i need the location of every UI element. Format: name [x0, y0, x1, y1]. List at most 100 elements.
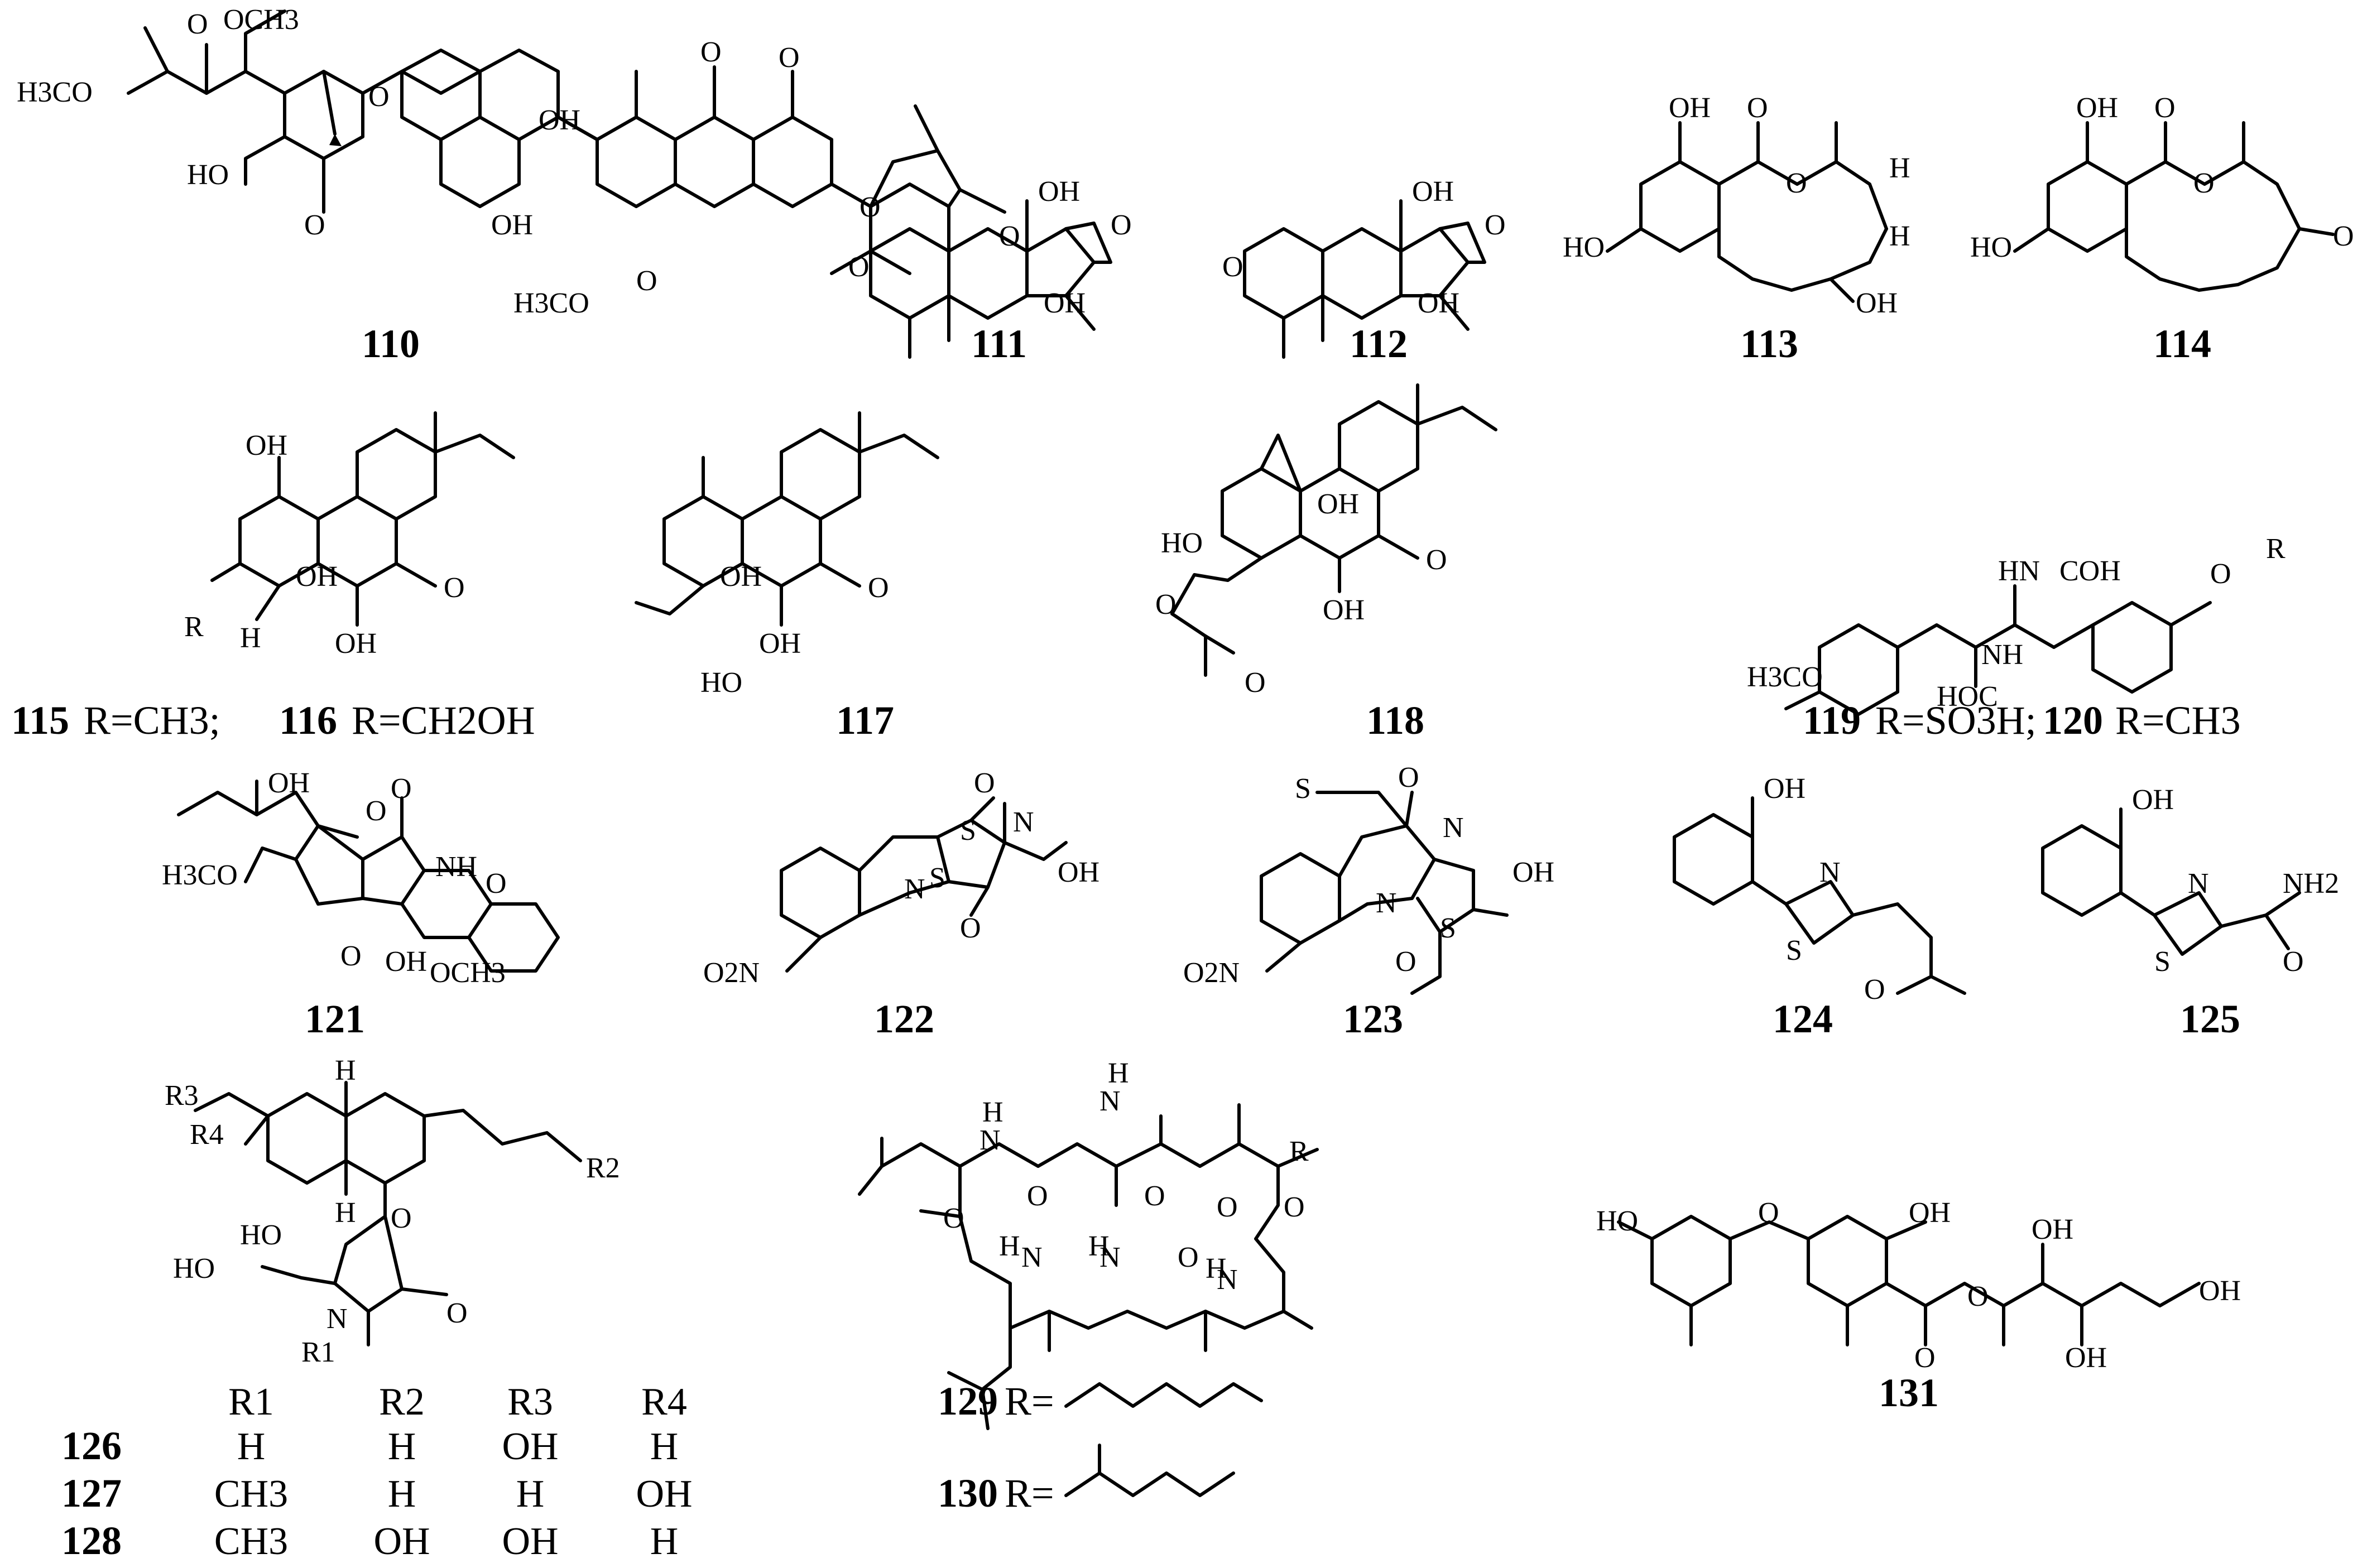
- atom-label: O: [1395, 946, 1417, 978]
- atom-label: N: [2188, 868, 2209, 900]
- atom-label: O: [304, 209, 325, 241]
- atom-label: OH: [1909, 1197, 1951, 1229]
- atom-label: NH: [435, 851, 477, 883]
- structure-129-130: N H N H O O R O O N H N H O N H O 129 R=…: [858, 1057, 1319, 1516]
- table-header: R3: [507, 1381, 553, 1423]
- atom-label: O: [848, 251, 870, 283]
- atom-label: OH: [1317, 488, 1359, 520]
- atom-label: NH2: [2283, 868, 2339, 900]
- atom-label: HN: [1998, 555, 2040, 587]
- atom-label: OCH3: [223, 4, 299, 36]
- atom-label: O: [2193, 167, 2215, 199]
- side-chain-130: [1064, 1444, 1235, 1497]
- atom-label: O: [391, 773, 412, 805]
- atom-label: COH: [2059, 555, 2121, 587]
- compound-number: 123: [1343, 997, 1403, 1041]
- atom-label: H: [335, 1055, 356, 1086]
- atom-label: O: [1426, 544, 1447, 576]
- compound-number: 116: [279, 698, 337, 743]
- atom-label: N: [1376, 887, 1397, 919]
- structure-126-128: H R3 R4 H R2 HO O HO N O R1 R1 R2 R3 R4 …: [61, 1055, 693, 1563]
- table-row-id: 126: [61, 1423, 122, 1468]
- table-cell: H: [388, 1425, 416, 1468]
- substituent-caption: R=: [1005, 1379, 1054, 1423]
- atom-label: H3CO: [513, 287, 589, 319]
- atom-label: O: [1245, 667, 1266, 699]
- atom-label: H3CO: [162, 859, 238, 891]
- atom-label: N: [904, 873, 925, 905]
- atom-label: N: [1217, 1264, 1238, 1296]
- atom-label: O: [974, 767, 995, 799]
- atom-label: O: [860, 191, 881, 223]
- atom-label: H: [1206, 1253, 1227, 1285]
- atom-label: OH: [1856, 287, 1898, 319]
- atom-label: R2: [586, 1152, 620, 1184]
- structure-131: HO O OH OH O O OH OH 131: [1596, 1197, 2241, 1415]
- structure-118: OH O HO O O OH 118: [1155, 383, 1497, 743]
- atom-label: H: [1108, 1057, 1129, 1089]
- atom-label: OH: [1038, 176, 1080, 208]
- table-header: R1: [228, 1381, 274, 1423]
- atom-label: OH: [296, 561, 338, 593]
- atom-label: OH: [2076, 92, 2118, 124]
- atom-label: N: [326, 1303, 348, 1335]
- structure-125: OH N NH2 S O 125: [2041, 784, 2339, 1041]
- atom-label: O: [943, 1203, 964, 1234]
- atom-label: OH: [759, 628, 801, 660]
- atom-label: O2N: [1183, 957, 1240, 989]
- atom-label: O: [340, 940, 362, 972]
- atom-label: OH: [539, 104, 580, 136]
- table-cell: OH: [373, 1520, 430, 1563]
- atom-label: O: [1111, 209, 1132, 241]
- atom-label: O: [636, 265, 657, 297]
- table-cell: CH3: [214, 1473, 288, 1516]
- table-header: R2: [379, 1381, 425, 1423]
- table-cell: OH: [502, 1520, 558, 1563]
- atom-label: R: [1289, 1136, 1309, 1167]
- compound-number: 121: [305, 997, 365, 1041]
- atom-label: O2N: [703, 957, 760, 989]
- atom-label: OH: [1764, 773, 1806, 805]
- atom-label: O: [1398, 762, 1419, 793]
- compound-number: 122: [874, 997, 934, 1041]
- atom-label: HO: [1563, 232, 1605, 263]
- atom-label: OH: [720, 561, 762, 593]
- compound-number: 129: [938, 1379, 998, 1423]
- atom-label: H3CO: [1747, 661, 1823, 693]
- atom-label: O: [1155, 589, 1177, 621]
- compound-number: 125: [2180, 997, 2240, 1041]
- atom-label: O: [1217, 1191, 1238, 1223]
- atom-label: HO: [173, 1253, 215, 1285]
- structure-122: O S S N N OH O O2N 122: [703, 767, 1099, 1041]
- atom-label: OH: [2065, 1342, 2107, 1374]
- atom-label: HO: [1596, 1205, 1638, 1237]
- compound-number: 114: [2153, 321, 2211, 366]
- atom-label: OH: [335, 628, 377, 660]
- atom-label: O: [1178, 1242, 1199, 1273]
- atom-label: O: [1144, 1180, 1165, 1212]
- atom-label: O: [446, 1297, 468, 1329]
- atom-label: O: [391, 1203, 412, 1234]
- atom-label: O: [868, 572, 889, 604]
- atom-label: H: [1889, 220, 1910, 252]
- atom-label: OH: [2199, 1275, 2241, 1307]
- atom-label: N: [1021, 1242, 1043, 1273]
- table-cell: CH3: [214, 1520, 288, 1563]
- substituent-caption: R=SO3H;: [1875, 698, 2037, 743]
- structure-111: OH O O OH 111: [848, 176, 1132, 366]
- substituent-caption: R=: [1005, 1471, 1054, 1516]
- atom-label: OH: [1323, 594, 1365, 626]
- atom-label: H: [335, 1197, 356, 1229]
- compound-number: 131: [1879, 1370, 1939, 1415]
- atom-label: O: [187, 8, 208, 40]
- atom-label: N: [979, 1124, 1001, 1156]
- atom-label: R: [184, 611, 204, 643]
- compound-number: 113: [1740, 321, 1798, 366]
- atom-label: OH: [1669, 92, 1711, 124]
- atom-label: N: [1099, 1242, 1121, 1273]
- atom-label: O: [1747, 92, 1768, 124]
- compound-number: 119: [1803, 698, 1861, 743]
- atom-label: R3: [165, 1080, 199, 1112]
- table-row-id: 127: [61, 1471, 122, 1516]
- structure-115-116: OH OH O OH R H 115 R=CH3; 116 R=CH2OH: [11, 411, 535, 743]
